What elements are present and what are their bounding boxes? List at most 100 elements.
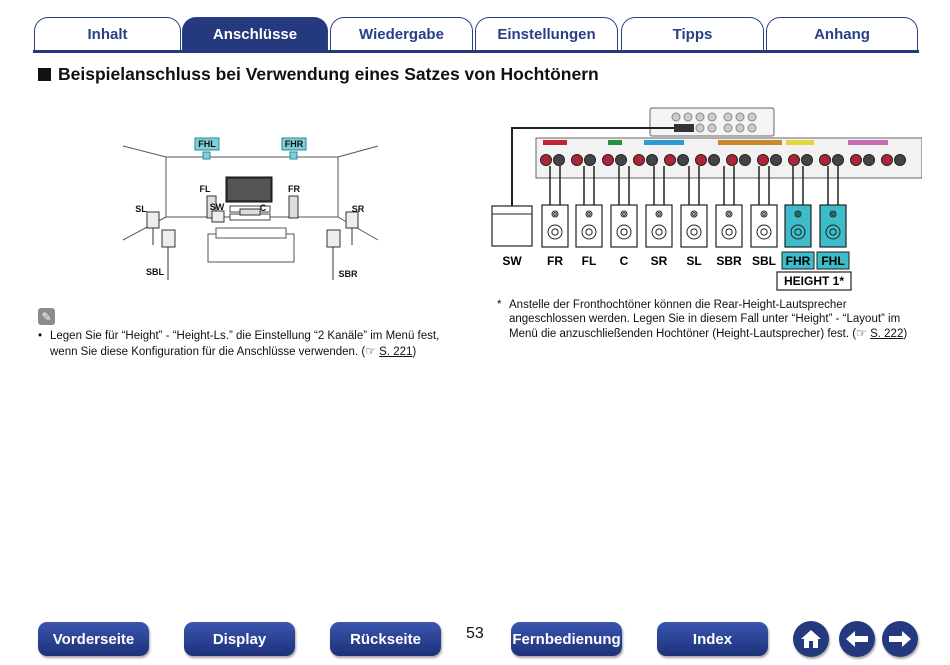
note-left-ref[interactable]: (☞ S. 221) bbox=[361, 343, 417, 358]
terminal-minus bbox=[708, 154, 720, 166]
speaker-label-fr: FR bbox=[547, 254, 563, 268]
sofa-icon bbox=[207, 233, 295, 263]
sr-speaker-icon bbox=[345, 211, 359, 229]
terminal-minus bbox=[832, 154, 844, 166]
tab-tipps[interactable]: Tipps bbox=[621, 17, 764, 50]
speaker-label-sbl: SBL bbox=[752, 254, 776, 268]
index-button[interactable]: Index bbox=[657, 622, 768, 656]
terminal-plus bbox=[881, 154, 893, 166]
fr-speaker-icon bbox=[288, 195, 299, 219]
sl-speaker bbox=[680, 204, 708, 248]
label-sbl: SBL bbox=[146, 267, 165, 277]
terminal-plus bbox=[540, 154, 552, 166]
label-sl: SL bbox=[135, 204, 147, 214]
tab-einstellungen[interactable]: Einstellungen bbox=[475, 17, 618, 50]
sl-speaker-icon bbox=[146, 211, 160, 229]
page-link-221[interactable]: S. 221 bbox=[379, 345, 413, 358]
fernbedienung-button[interactable]: Fernbedienung bbox=[511, 622, 622, 656]
sbr-speaker bbox=[715, 204, 743, 248]
note-right-ref[interactable]: (☞ S. 222) bbox=[852, 326, 908, 340]
hand-pointer-icon: ☞ bbox=[365, 343, 376, 358]
section-heading: Beispielanschluss bei Verwendung eines S… bbox=[38, 64, 599, 85]
home-button[interactable] bbox=[793, 621, 829, 657]
section-heading-text: Beispielanschluss bei Verwendung eines S… bbox=[58, 64, 599, 84]
label-fhr: FHR bbox=[285, 139, 304, 149]
fhr-speaker-icon bbox=[289, 151, 298, 160]
terminal-minus bbox=[801, 154, 813, 166]
note-right-text: Anstelle der Fronthochtöner können die R… bbox=[509, 299, 901, 340]
sw-speaker bbox=[491, 205, 533, 247]
terminal-plus bbox=[819, 154, 831, 166]
asterisk-glyph: * bbox=[497, 299, 502, 311]
label-c: C bbox=[260, 203, 267, 213]
speaker-label-sr: SR bbox=[651, 254, 668, 268]
sbl-speaker bbox=[750, 204, 778, 248]
terminal-minus bbox=[677, 154, 689, 166]
terminal-minus bbox=[770, 154, 782, 166]
page-number: 53 bbox=[466, 625, 484, 642]
speaker-label-fhl: FHL bbox=[821, 254, 844, 268]
tab-anhang[interactable]: Anhang bbox=[766, 17, 918, 50]
display-button[interactable]: Display bbox=[184, 622, 295, 656]
terminal-minus bbox=[739, 154, 751, 166]
terminal-minus bbox=[863, 154, 875, 166]
tab-wiedergabe[interactable]: Wiedergabe bbox=[330, 17, 473, 50]
fhl-speaker-icon bbox=[202, 151, 211, 160]
terminal-minus bbox=[584, 154, 596, 166]
tab-anschluesse[interactable]: Anschlüsse bbox=[182, 17, 328, 50]
speaker-label-c: C bbox=[620, 254, 629, 268]
forward-button[interactable] bbox=[882, 621, 918, 657]
fr-speaker bbox=[541, 204, 569, 248]
terminal-plus bbox=[571, 154, 583, 166]
c-speaker bbox=[610, 204, 638, 248]
height-label: HEIGHT 1* bbox=[784, 274, 844, 288]
tab-bar: Inhalt Anschlüsse Wiedergabe Einstellung… bbox=[0, 0, 950, 56]
speaker-label-fl: FL bbox=[582, 254, 597, 268]
terminal-plus bbox=[850, 154, 862, 166]
c-speaker-icon bbox=[239, 208, 261, 216]
terminal-plus bbox=[633, 154, 645, 166]
terminal-plus bbox=[664, 154, 676, 166]
note-left: • Legen Sie für “Height” - “Height-Ls.” … bbox=[38, 329, 468, 359]
label-fr: FR bbox=[288, 184, 300, 194]
speaker-label-sw: SW bbox=[502, 254, 522, 268]
wiring-diagram: HEIGHT 1* SW FR FL C SR SL SBR SBL FHR FHL bbox=[491, 107, 922, 291]
bullet-glyph: • bbox=[38, 330, 43, 342]
sr-speaker bbox=[645, 204, 673, 248]
terminal-plus bbox=[695, 154, 707, 166]
fhl-speaker bbox=[819, 204, 847, 248]
terminal-minus bbox=[615, 154, 627, 166]
note-right: * Anstelle der Fronthochtöner können die… bbox=[497, 298, 922, 341]
terminal-plus bbox=[757, 154, 769, 166]
label-fhl: FHL bbox=[198, 139, 216, 149]
label-sw: SW bbox=[210, 202, 225, 212]
room-layout-diagram: FHL FHR FL FR SL SR SW C SBL SBR bbox=[122, 137, 379, 280]
note-left-text: Legen Sie für “Height” - “Height-Ls.” di… bbox=[50, 330, 440, 358]
fhr-speaker bbox=[784, 204, 812, 248]
rueckseite-button[interactable]: Rückseite bbox=[330, 622, 441, 656]
speaker-label-fhr: FHR bbox=[786, 254, 811, 268]
pencil-icon: ✎ bbox=[38, 308, 55, 325]
forward-arrow-icon bbox=[889, 631, 911, 647]
tab-inhalt[interactable]: Inhalt bbox=[34, 17, 181, 50]
tab-underline bbox=[33, 50, 919, 53]
speaker-label-sl: SL bbox=[686, 254, 701, 268]
sbl-speaker-icon bbox=[161, 229, 176, 248]
sbr-speaker-icon bbox=[326, 229, 341, 248]
sw-speaker-icon bbox=[211, 210, 225, 223]
terminal-plus bbox=[788, 154, 800, 166]
hand-pointer-icon: ☞ bbox=[856, 326, 867, 340]
back-arrow-icon bbox=[846, 631, 868, 647]
label-sr: SR bbox=[352, 204, 365, 214]
label-sbr: SBR bbox=[338, 269, 358, 279]
terminal-minus bbox=[894, 154, 906, 166]
square-bullet-icon bbox=[38, 68, 51, 81]
speaker-label-sbr: SBR bbox=[716, 254, 742, 268]
label-fl: FL bbox=[200, 184, 211, 194]
vorderseite-button[interactable]: Vorderseite bbox=[38, 622, 149, 656]
terminal-plus bbox=[726, 154, 738, 166]
page-link-222[interactable]: S. 222 bbox=[870, 328, 904, 340]
terminal-minus bbox=[646, 154, 658, 166]
home-icon bbox=[801, 630, 821, 648]
back-button[interactable] bbox=[839, 621, 875, 657]
